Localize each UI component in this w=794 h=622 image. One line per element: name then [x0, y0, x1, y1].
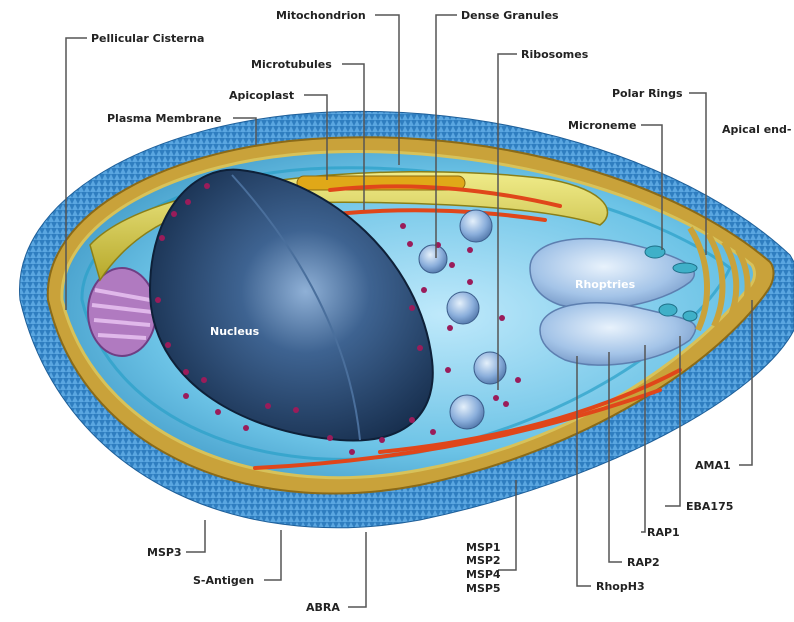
apicoplast — [88, 268, 156, 356]
label-mitochondrion: Mitochondrion — [276, 9, 366, 22]
label-rhoptries: Rhoptries — [575, 278, 636, 291]
label-msp2: MSP2 — [466, 554, 501, 567]
label-apical-end: Apical end- — [722, 123, 791, 136]
label-s-antigen: S-Antigen — [193, 574, 254, 587]
label-ama1: AMA1 — [695, 459, 731, 472]
label-apicoplast: Apicoplast — [229, 89, 294, 102]
label-dense-granules: Dense Granules — [461, 9, 559, 22]
label-eba175: EBA175 — [686, 500, 733, 513]
label-msp1: MSP1 — [466, 541, 501, 554]
label-polar-rings: Polar Rings — [612, 87, 683, 100]
label-microneme: Microneme — [568, 119, 636, 132]
label-plasma-membrane: Plasma Membrane — [107, 112, 221, 125]
label-rap1: RAP1 — [647, 526, 680, 539]
label-abra: ABRA — [306, 601, 340, 614]
label-rap2: RAP2 — [627, 556, 660, 569]
label-ribosomes: Ribosomes — [521, 48, 589, 61]
label-microtubules: Microtubules — [251, 58, 332, 71]
label-nucleus: Nucleus — [210, 325, 260, 338]
label-msp5: MSP5 — [466, 582, 501, 595]
label-rhoph3: RhopH3 — [596, 580, 645, 593]
label-pellicular-cisterna: Pellicular Cisterna — [91, 32, 204, 45]
label-msp4: MSP4 — [466, 568, 501, 581]
label-msp3: MSP3 — [147, 546, 182, 559]
